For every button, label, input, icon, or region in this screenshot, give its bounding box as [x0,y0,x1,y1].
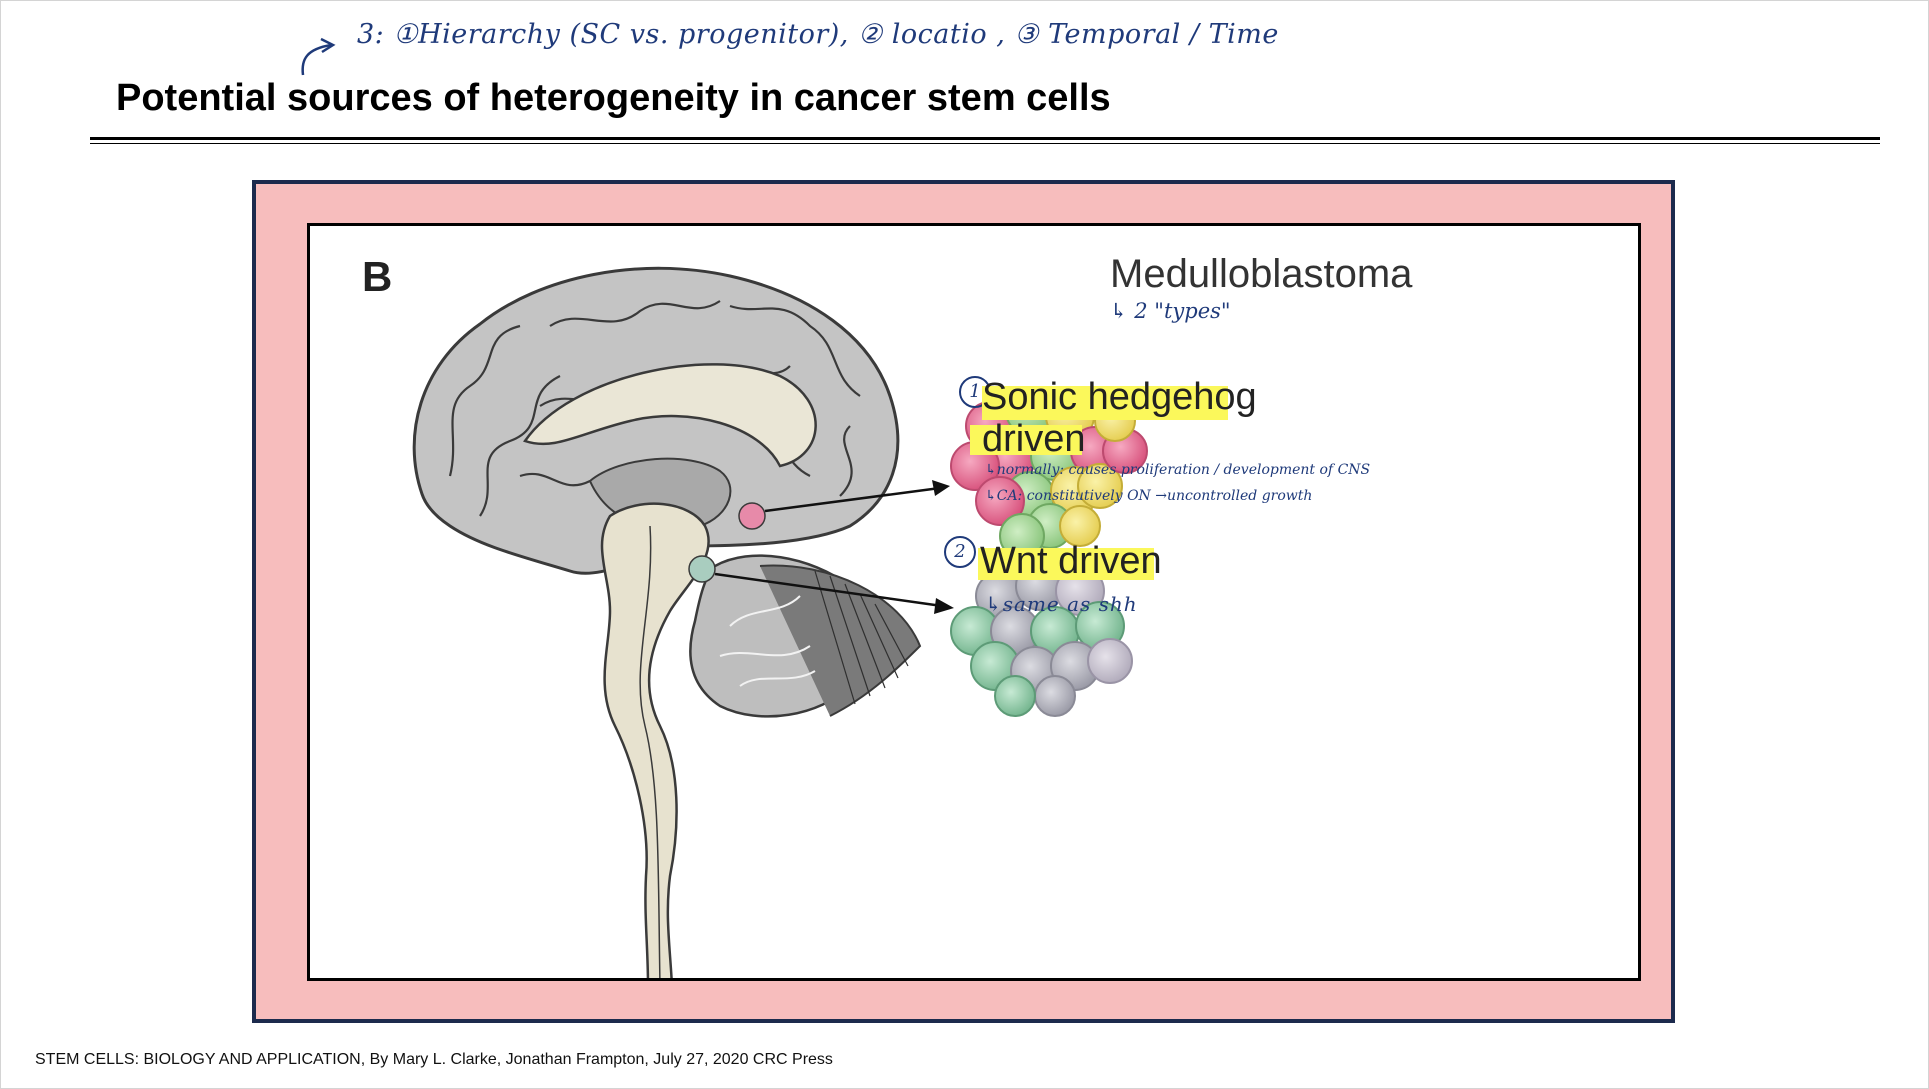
brain-sagittal-illustration [412,266,1148,978]
wnt-origin-dot [688,555,716,583]
tumor-cell-cluster-icon [950,561,1133,717]
figure-heading: Medulloblastoma [1110,252,1413,296]
highlight-wnt [978,548,1154,580]
highlight-shh-line1 [982,386,1228,420]
type-1-note-1: ↳normally: causes proliferation / develo… [985,462,1371,478]
curved-arrow-icon [301,37,336,76]
pointer-arrow-icon [714,486,943,608]
shh-origin-dot [738,502,766,530]
title-divider-thin [90,143,1880,144]
medulloblastoma-figure: B Medulloblastoma ↳ 2 "types" 1 Sonic he… [307,223,1641,981]
highlight-shh-line2 [970,425,1082,455]
citation-footer: STEM CELLS: BIOLOGY AND APPLICATION, By … [35,1051,833,1068]
type-1-label-line2: driven [982,418,1086,460]
slide-title: Potential sources of heterogeneity in ca… [116,77,1111,119]
title-divider [90,137,1880,140]
type-2-note: ↳same as shh [985,592,1138,616]
panel-label: B [362,253,393,300]
type-1-note-2: ↳CA: constitutively ON →uncontrolled gro… [985,488,1313,504]
handwritten-header-note: 3: ①Hierarchy (SC vs. progenitor), ② loc… [357,19,1279,50]
type-1-label-line1: Sonic hedgehog [982,376,1257,418]
heading-note: ↳ 2 "types" [1110,299,1231,323]
type-2-label: Wnt driven [980,540,1162,582]
type-2-number: 2 [944,536,976,568]
